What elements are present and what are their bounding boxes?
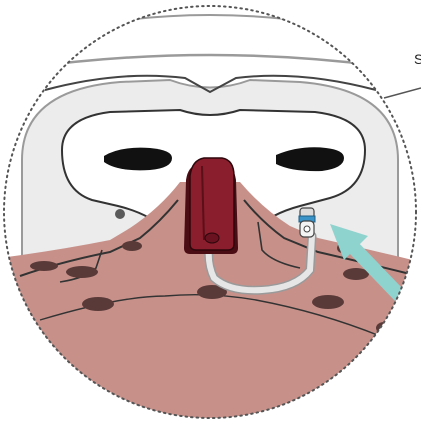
skin-hole: [122, 241, 142, 251]
caption-letter: S: [414, 51, 421, 67]
skin-hole: [343, 268, 369, 280]
sensor-dot: [115, 209, 125, 219]
skin-hole: [82, 297, 114, 311]
skin-hole: [66, 266, 98, 278]
hose-inlet: [205, 233, 219, 243]
connector-port: [304, 226, 310, 232]
skin-hole: [312, 295, 344, 309]
leader-line: [384, 88, 421, 98]
skin-hole: [30, 261, 58, 271]
hose-connector-icon: [299, 208, 315, 237]
